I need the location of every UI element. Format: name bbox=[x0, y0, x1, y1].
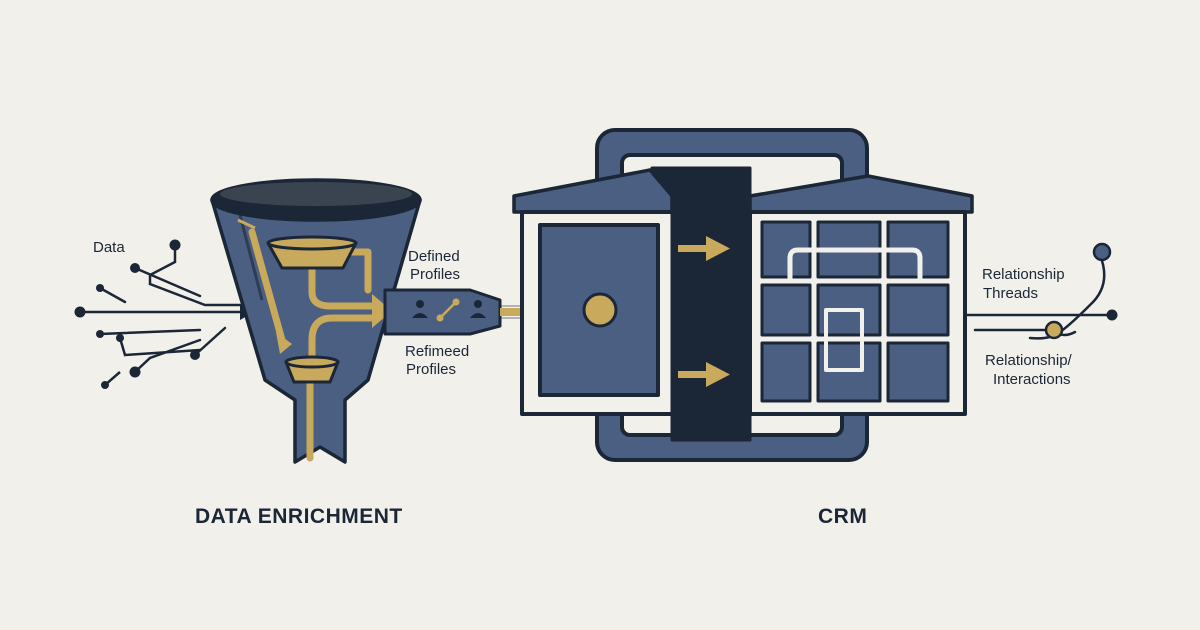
data-input-lines bbox=[78, 243, 247, 374]
data-node bbox=[169, 239, 181, 251]
data-node bbox=[74, 306, 86, 318]
funnel-icon bbox=[210, 178, 422, 464]
data-node bbox=[129, 366, 141, 378]
data-node bbox=[96, 330, 104, 338]
crm-input-node bbox=[582, 292, 618, 328]
defined-profiles-label-line1: Defined bbox=[408, 248, 460, 265]
refined-profiles-label-line2: Profiles bbox=[406, 361, 457, 378]
crm-title: CRM bbox=[818, 505, 868, 528]
data-input-nodes bbox=[74, 239, 200, 389]
defined-profiles-label-line2: Profiles bbox=[410, 266, 461, 283]
relationship-interactions-label-line2: Interactions bbox=[993, 371, 1071, 388]
profile-pipe bbox=[383, 288, 502, 336]
thread-node bbox=[1106, 309, 1118, 321]
people-icon bbox=[412, 300, 486, 318]
data-node bbox=[130, 263, 140, 273]
relationship-interactions-label-line1: Relationship/ bbox=[985, 352, 1072, 369]
data-node bbox=[190, 350, 200, 360]
relationship-threads-label-line1: Relationship bbox=[982, 266, 1065, 283]
refined-profiles-label-line1: Refimeed bbox=[405, 343, 470, 360]
data-node bbox=[116, 334, 124, 342]
building-icon bbox=[512, 128, 974, 462]
data-node bbox=[96, 284, 104, 292]
interaction-node bbox=[1044, 320, 1064, 340]
thread-node bbox=[1092, 242, 1112, 262]
data-label: Data bbox=[93, 239, 125, 256]
data-line bbox=[104, 371, 121, 386]
relationship-threads-label-line2: Threads bbox=[983, 285, 1039, 302]
link-icon bbox=[436, 298, 460, 322]
data-enrichment-title: DATA ENRICHMENT bbox=[195, 505, 403, 528]
